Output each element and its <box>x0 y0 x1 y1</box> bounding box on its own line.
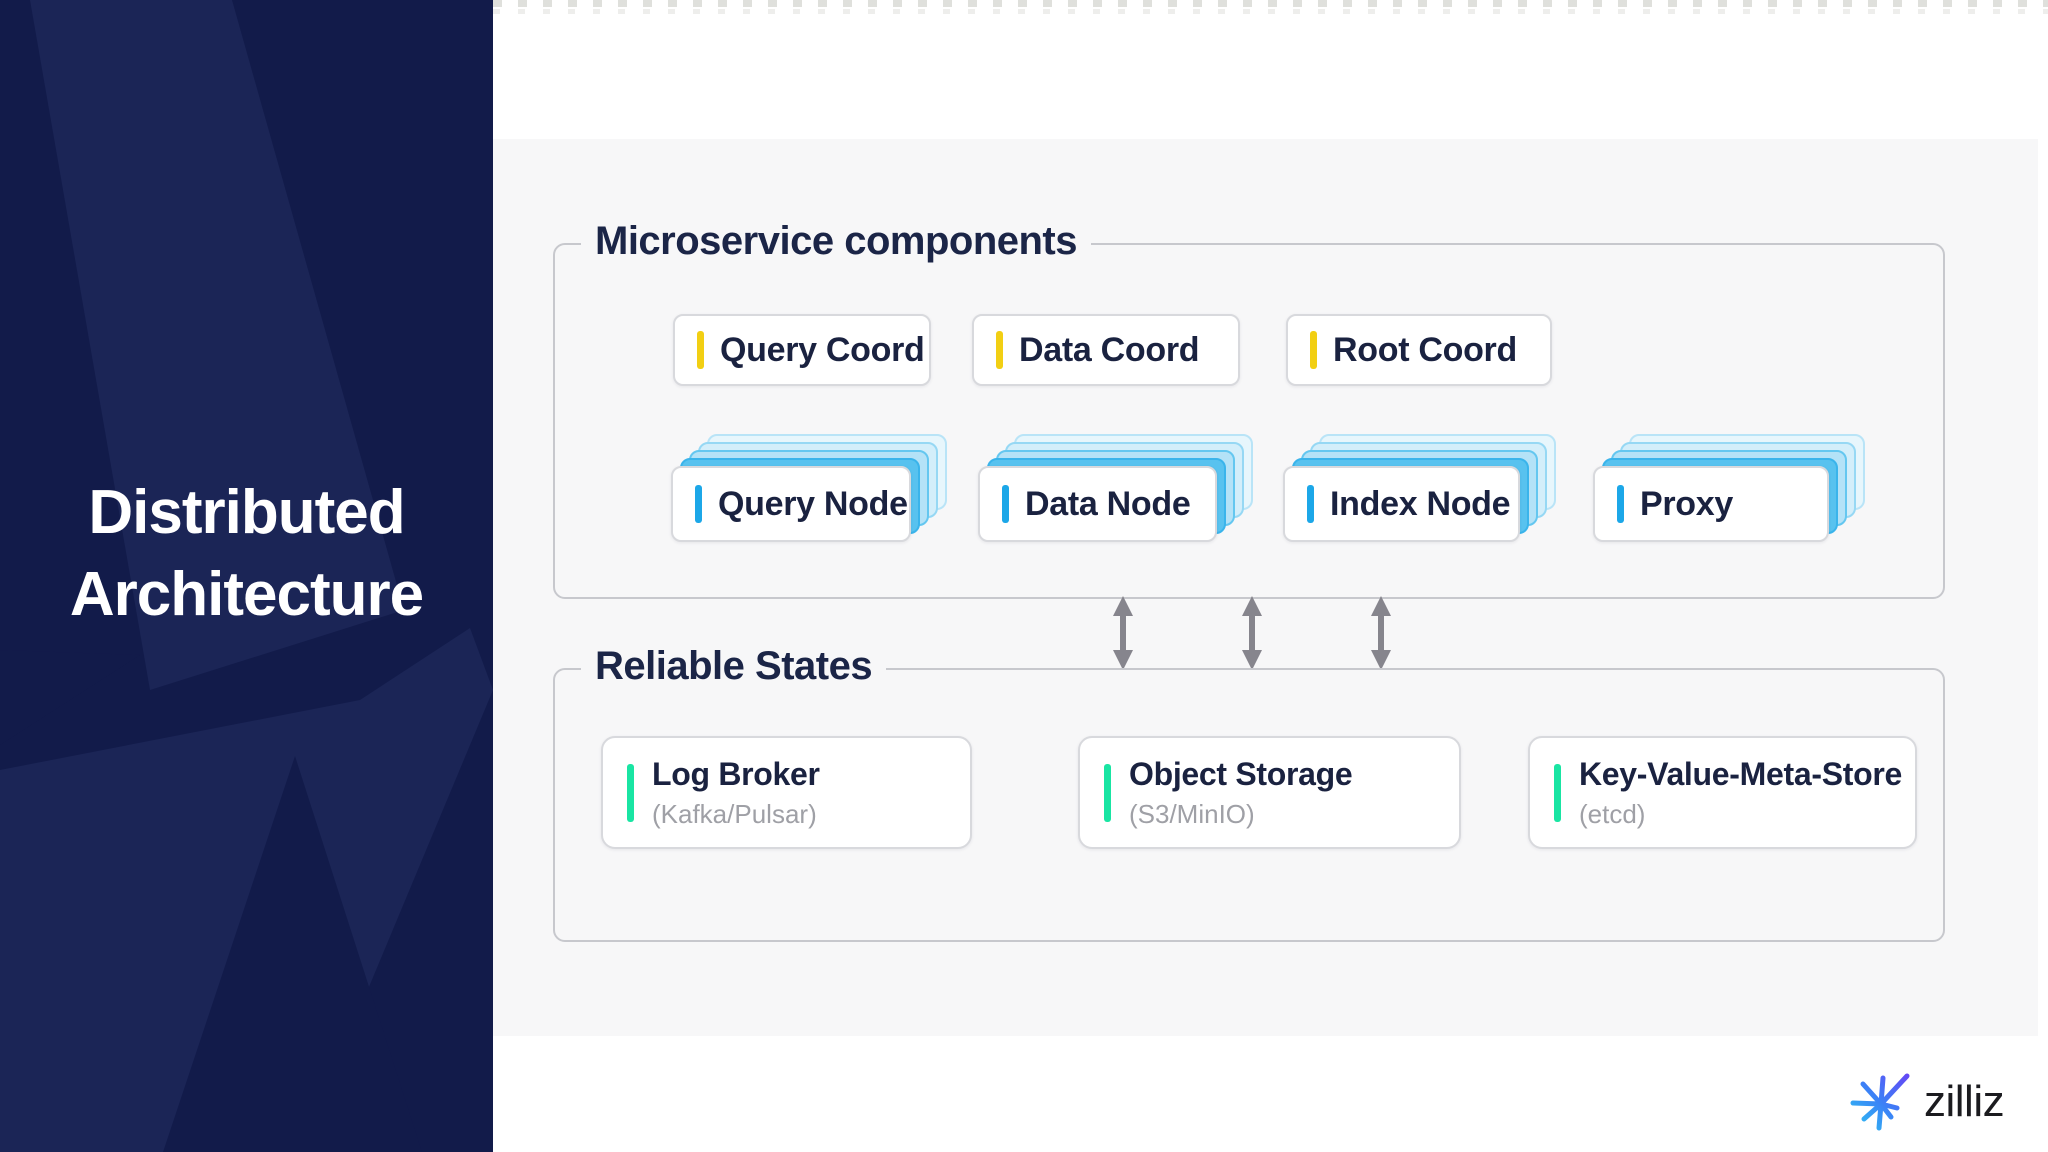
store-card-subtitle: (S3/MinIO) <box>1129 798 1255 829</box>
node-card-stack-proxy: Proxy <box>1593 434 1865 542</box>
store-card-text: Object Storage (S3/MinIO) <box>1129 755 1353 830</box>
yellow-accent-bar <box>996 331 1003 369</box>
zilliz-logo-text: zilliz <box>1924 1077 2005 1126</box>
store-card-title: Log Broker <box>652 755 820 792</box>
store-card-log-broker: Log Broker (Kafka/Pulsar) <box>601 736 972 849</box>
slide-title-line-1: Distributed <box>88 478 405 547</box>
reliable-states-group-label: Reliable States <box>581 644 887 689</box>
store-card-subtitle: (etcd) <box>1579 798 1646 829</box>
yellow-accent-bar <box>697 331 704 369</box>
green-accent-bar <box>1104 763 1111 822</box>
store-card-object-storage: Object Storage (S3/MinIO) <box>1078 736 1461 849</box>
microservices-group-box: Microservice components <box>553 219 1945 599</box>
top-artifact-strip <box>493 0 2048 14</box>
slide-title-line-2: Architecture <box>69 559 424 629</box>
node-card-stack-query-node: Query Node <box>671 434 947 542</box>
yellow-accent-bar <box>1310 331 1317 369</box>
blue-accent-bar <box>1002 485 1009 523</box>
coordinator-card-query-coord: Query Coord <box>673 314 931 386</box>
green-accent-bar <box>627 763 634 822</box>
microservices-group-label: Microservice components <box>581 219 1091 264</box>
bidirectional-arrow-icon <box>1113 596 1133 670</box>
blue-accent-bar <box>1617 485 1624 523</box>
store-card-text: Key-Value-Meta-Store (etcd) <box>1579 756 1902 830</box>
node-card-label: Data Node <box>1025 484 1191 523</box>
node-card-data-node: Data Node <box>978 466 1217 542</box>
sidebar: Distributed Architecture <box>0 0 493 1152</box>
bidirectional-arrow-icon <box>1371 596 1391 670</box>
node-card-index-node: Index Node <box>1283 466 1520 542</box>
store-card-title: Object Storage <box>1129 755 1353 792</box>
blue-accent-bar <box>695 485 702 523</box>
coordinator-card-label: Query Coord <box>720 330 925 369</box>
coordinator-card-label: Root Coord <box>1333 330 1517 369</box>
slide-title: Distributed Architecture <box>0 472 493 636</box>
store-card-subtitle: (Kafka/Pulsar) <box>652 798 817 829</box>
content-panel <box>493 139 2038 1036</box>
node-card-label: Proxy <box>1640 484 1733 523</box>
store-card-title: Key-Value-Meta-Store <box>1579 755 1902 792</box>
top-artifact-row <box>493 9 2048 14</box>
reliable-states-group-box: Reliable States <box>553 644 1945 942</box>
node-card-label: Index Node <box>1330 484 1511 523</box>
green-accent-bar <box>1554 763 1561 822</box>
coordinator-card-label: Data Coord <box>1019 330 1200 369</box>
sidebar-pattern-shapes <box>0 0 493 1152</box>
starburst-icon <box>1850 1073 1910 1131</box>
coordinator-card-data-coord: Data Coord <box>972 314 1240 386</box>
bidirectional-arrow-icon <box>1242 596 1262 670</box>
coordinator-card-root-coord: Root Coord <box>1286 314 1552 386</box>
node-card-query-node: Query Node <box>671 466 911 542</box>
node-card-stack-data-node: Data Node <box>978 434 1253 542</box>
node-card-proxy: Proxy <box>1593 466 1829 542</box>
zilliz-logo: zilliz <box>1848 1068 2005 1136</box>
node-card-label: Query Node <box>718 484 908 523</box>
store-card-key-value-meta-store: Key-Value-Meta-Store (etcd) <box>1528 736 1917 849</box>
store-card-text: Log Broker (Kafka/Pulsar) <box>652 756 820 830</box>
top-artifact-row <box>493 0 2048 7</box>
node-card-stack-index-node: Index Node <box>1283 434 1556 542</box>
blue-accent-bar <box>1307 485 1314 523</box>
